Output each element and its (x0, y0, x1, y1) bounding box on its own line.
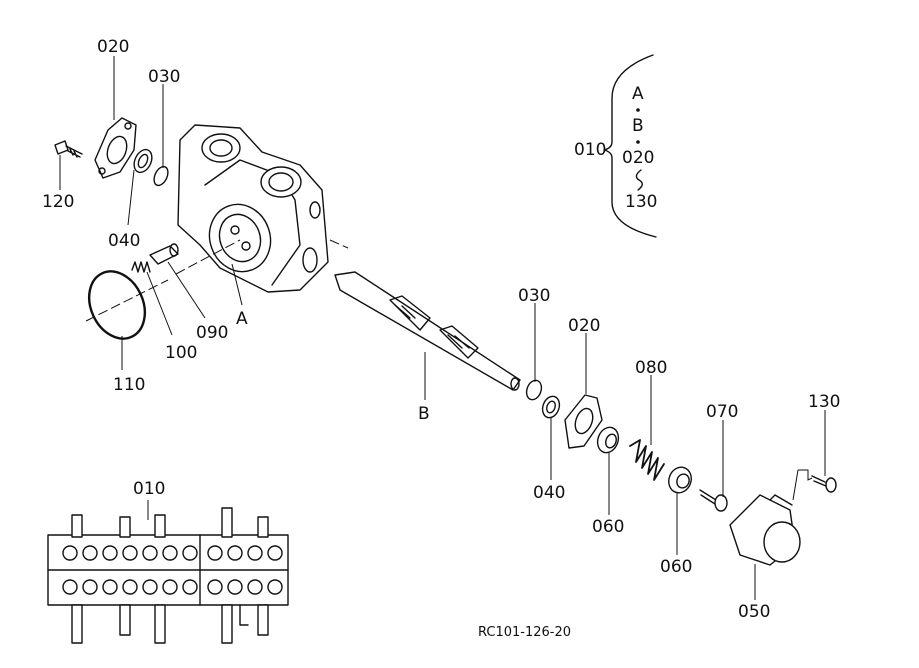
callout-020-top: 020 (97, 37, 129, 57)
legend-line-b: B (632, 116, 644, 136)
callout-130: 130 (808, 392, 840, 412)
callout-a: A (236, 309, 248, 329)
spool-b (334, 271, 521, 391)
legend-dot-2 (636, 140, 640, 144)
callout-040-top: 040 (108, 231, 140, 251)
callout-050: 050 (738, 602, 770, 622)
bolt-120 (54, 140, 83, 158)
bolt-130 (811, 475, 837, 493)
callout-030-top: 030 (148, 67, 180, 87)
leader-lines (59, 56, 826, 600)
callout-060-a: 060 (592, 517, 624, 537)
reference-code: RC101-126-20 (478, 625, 571, 640)
spring-seat-060-b (668, 466, 692, 494)
legend-range-tilde (635, 169, 643, 191)
o-ring-030-mid (525, 379, 543, 401)
callout-120: 120 (42, 192, 74, 212)
callout-060-b: 060 (660, 557, 692, 577)
assembly-legend: 010 A B 020 130 (574, 54, 657, 238)
washer-040-top (133, 148, 153, 174)
callout-010-bottom: 010 (133, 479, 165, 499)
callout-100: 100 (165, 343, 197, 363)
spring-080 (629, 439, 665, 481)
callout-labels: 020 030 120 040 110 100 090 A B 030 020 … (42, 37, 840, 622)
legend-assembly-number: 010 (574, 140, 606, 160)
cover-plate-020-top (94, 117, 137, 179)
spring-seat-060-a (596, 426, 620, 454)
plug-090 (149, 243, 179, 265)
o-ring-030-top (153, 165, 169, 187)
callout-030-mid: 030 (518, 286, 550, 306)
legend-dot-1 (636, 108, 640, 112)
legend-line-a: A (632, 84, 644, 104)
callout-090: 090 (196, 323, 228, 343)
callout-110: 110 (113, 375, 145, 395)
callout-b: B (418, 404, 430, 424)
cover-plate-020-mid (564, 394, 603, 449)
legend-line-020: 020 (622, 148, 654, 168)
callout-020-mid: 020 (568, 316, 600, 336)
valve-body (177, 124, 329, 293)
valve-bank-010: 010 (47, 479, 289, 644)
cap-050 (729, 494, 801, 566)
bolt-070 (699, 489, 728, 512)
centerlines (85, 239, 813, 501)
washer-040-mid (541, 395, 561, 419)
spring-100 (131, 261, 151, 273)
legend-line-130: 130 (625, 192, 657, 212)
callout-070: 070 (706, 402, 738, 422)
callout-080: 080 (635, 358, 667, 378)
callout-040-mid: 040 (533, 483, 565, 503)
